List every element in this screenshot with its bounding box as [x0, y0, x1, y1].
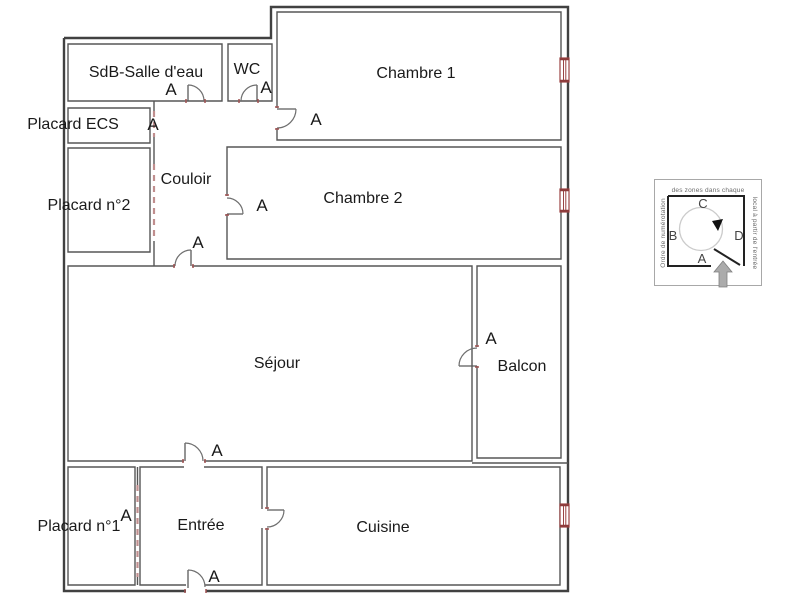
door-marker-couloir: A: [192, 233, 204, 252]
room-label-sejour: Séjour: [254, 355, 301, 372]
room-label-placard-ecs: Placard ECS: [27, 116, 119, 133]
door-marker-chambre2: A: [256, 196, 268, 215]
door-marker-sejour-entree: A: [211, 441, 223, 460]
door-arc-cuisine: [266, 509, 285, 528]
legend-caption-right: local à partir de l'entrée: [751, 197, 758, 270]
door-marker-wc: A: [260, 78, 272, 97]
room-label-wc: WC: [234, 61, 261, 78]
door-markers: A A A A A A A A A A: [120, 78, 497, 586]
door-marker-placard-ecs: A: [147, 115, 159, 134]
door-arc-chambre1: [276, 108, 297, 129]
rotation-circle: [678, 206, 724, 252]
door-arc-sdb: [187, 84, 205, 102]
room-label-placard1: Placard n°1: [38, 518, 121, 535]
door-arc-balcon: [458, 347, 478, 367]
door-jambs: [173, 99, 479, 593]
room-label-placard2: Placard n°2: [48, 197, 131, 214]
room-wc-walls: [227, 43, 273, 102]
room-sejour-walls: [67, 265, 473, 462]
door-arc-sejour-entree: [184, 442, 204, 462]
window-icon-chambre2: [559, 188, 570, 213]
door-leaves: [184, 85, 477, 588]
room-label-chambre2: Chambre 2: [323, 190, 402, 207]
room-label-couloir: Couloir: [161, 171, 212, 188]
room-label-sdb: SdB-Salle d'eau: [89, 64, 203, 81]
rotation-arrowhead-icon: [712, 219, 723, 231]
room-label-entree: Entrée: [177, 517, 224, 534]
door-symbols: [173, 84, 479, 593]
legend-zone-right: D: [734, 228, 743, 243]
room-placard1-walls: [67, 466, 136, 586]
room-label-chambre1: Chambre 1: [376, 65, 455, 82]
sliding-doors: [136, 111, 156, 577]
legend-zone-left: B: [669, 228, 678, 243]
room-cuisine-walls: [266, 466, 561, 586]
room-labels: SdB-Salle d'eau WC Chambre 1 Placard ECS…: [27, 61, 546, 536]
legend-zone-bottom: A: [698, 251, 707, 266]
door-arc-chambre2: [226, 197, 244, 215]
room-placard2-walls: [67, 147, 151, 253]
door-marker-balcon: A: [485, 329, 497, 348]
door-marker-sdb: A: [165, 80, 177, 99]
legend-zone-top: C: [698, 196, 707, 211]
door-arc-entree-main: [187, 569, 206, 588]
room-sdb-walls: [67, 43, 223, 102]
room-label-balcon: Balcon: [498, 358, 547, 375]
door-marker-chambre1: A: [310, 110, 322, 129]
room-balcon-walls: [476, 265, 562, 459]
room-entree-walls: [139, 466, 263, 586]
door-marker-entree-main: A: [208, 567, 220, 586]
outer-wall: [62, 5, 570, 593]
window-icon-chambre1: [559, 57, 570, 83]
windows: [559, 57, 570, 528]
room-placard-ecs-walls: [67, 107, 151, 144]
couloir-wall-stubs: [136, 101, 155, 585]
window-icon-cuisine: [559, 503, 570, 528]
door-arc-wc: [240, 84, 258, 102]
door-arc-couloir: [174, 249, 192, 267]
legend: des zones dans chaque Ordre de numérotat…: [654, 179, 762, 288]
entrance-arrow-icon: [713, 260, 733, 288]
walls: [62, 5, 570, 593]
door-marker-placard1: A: [120, 506, 132, 525]
legend-caption-left: Ordre de numérotation: [660, 198, 667, 268]
room-label-cuisine: Cuisine: [356, 519, 409, 536]
legend-room-walls: [667, 195, 745, 267]
legend-caption-top: des zones dans chaque: [672, 187, 745, 194]
legend-room-door-leaf: [713, 248, 741, 266]
